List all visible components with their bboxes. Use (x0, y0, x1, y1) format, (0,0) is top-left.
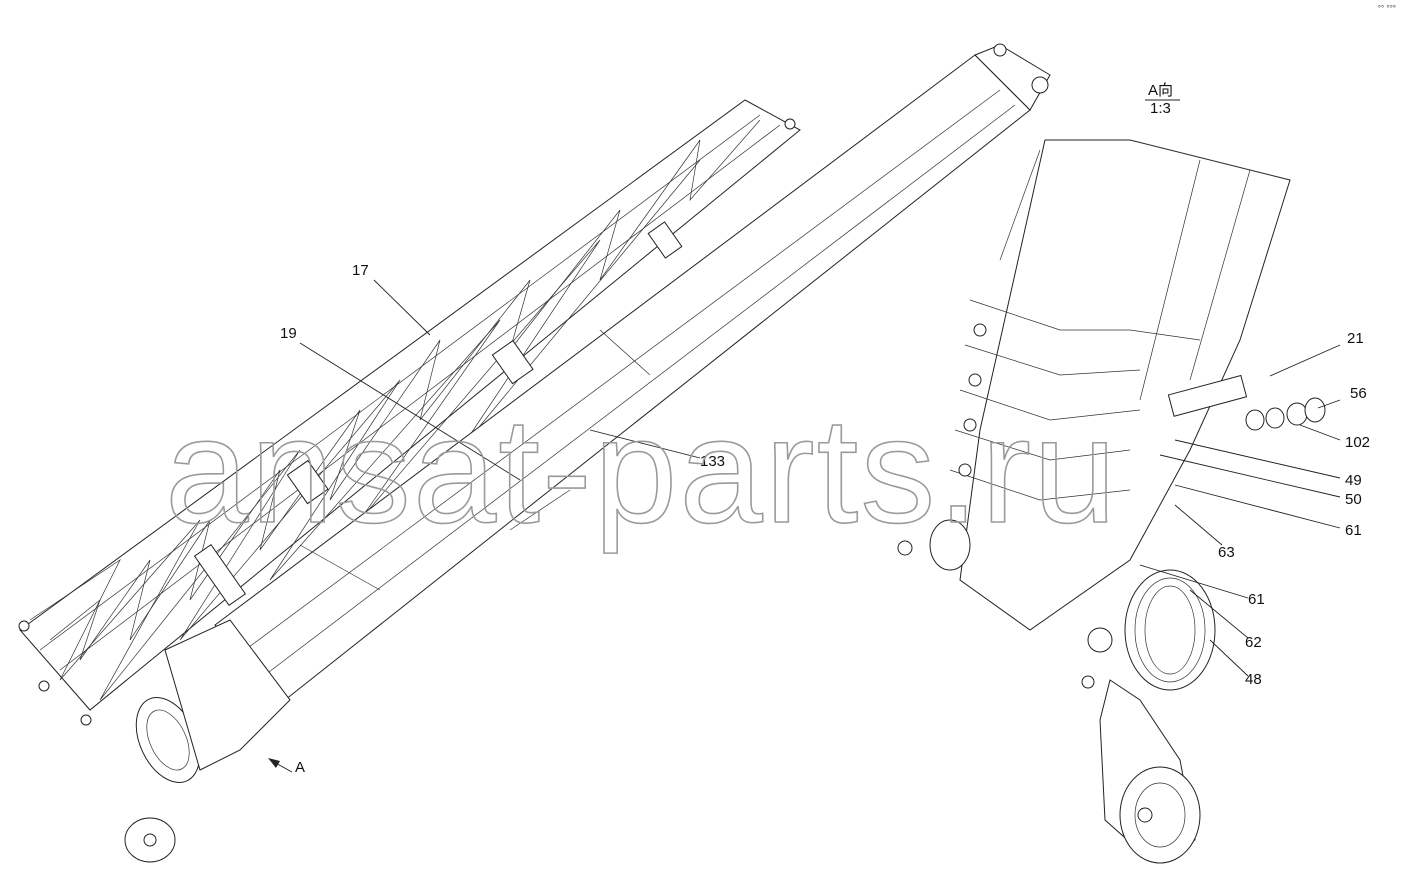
callout-56: 56 (1350, 385, 1367, 402)
callout-17: 17 (352, 262, 369, 279)
callout-50: 50 (1345, 491, 1362, 508)
telescopic-boom (124, 43, 1051, 863)
callout-labels: 17 19 133 21 56 102 49 50 61 63 61 62 48 (280, 262, 1370, 688)
watermark: ansat-parts.ru (165, 386, 1118, 554)
callout-63: 63 (1218, 544, 1235, 561)
callout-48: 48 (1245, 671, 1262, 688)
view-label: A向 (1148, 82, 1173, 99)
callout-133: 133 (700, 453, 725, 470)
callout-102: 102 (1345, 434, 1370, 451)
callout-19: 19 (280, 325, 297, 342)
callout-61: 61 (1248, 591, 1265, 608)
view-a-title: A向 1:3 (1145, 82, 1180, 117)
callout-61: 61 (1345, 522, 1362, 539)
direction-label-a: A (295, 759, 305, 776)
view-a-detail (897, 139, 1326, 864)
callout-49: 49 (1345, 472, 1362, 489)
leader-lines (268, 279, 1341, 773)
callout-21: 21 (1347, 330, 1364, 347)
corner-mark: °° °°° (1377, 4, 1396, 13)
scale-label: 1:3 (1150, 100, 1171, 117)
callout-62: 62 (1245, 634, 1262, 651)
